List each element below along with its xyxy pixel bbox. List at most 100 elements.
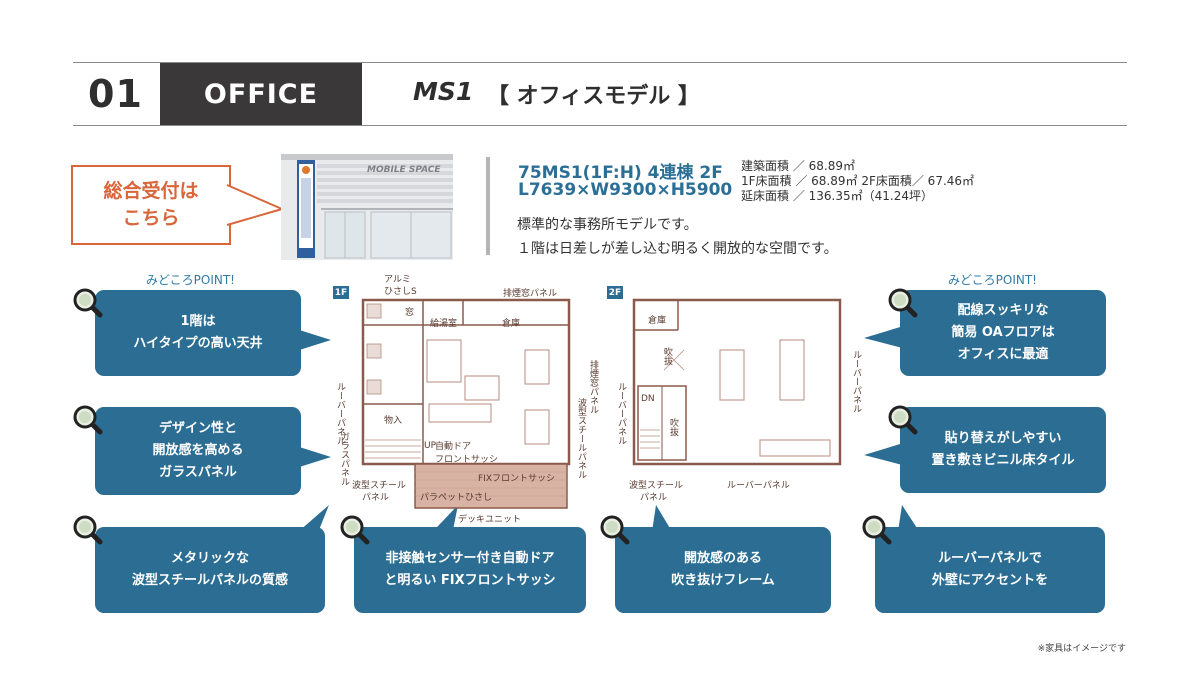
callout-tail (864, 441, 910, 467)
fp1-label-storage: 倉庫 (502, 319, 521, 329)
model-label: 【 オフィスモデル 】 (487, 84, 700, 109)
model-description-1: 標準的な事務所モデルです。 (517, 217, 698, 233)
callout-glass-panel[interactable]: デザイン性と 開放感を高める ガラスパネル (73, 405, 333, 497)
callout-oa-floor[interactable]: 配線スッキリな 簡易 OAフロアは オフィスに最適 (862, 288, 1122, 380)
fp1-label-kitchen: 給湯室 (430, 319, 458, 329)
magnifier-icon (888, 405, 920, 437)
callout-steel-panel[interactable]: メタリックな 波型スチールパネルの質感 (73, 505, 333, 615)
fp2-label-void2: 吹抜 (668, 418, 678, 436)
fp1-label-louver-vert: ルーバーパネル (335, 382, 345, 445)
magnifier-icon (600, 515, 632, 547)
fp1-label-up: UP (424, 441, 437, 451)
callout-box: 非接触センサー付き自動ドア と明るい FIXフロントサッシ (354, 527, 586, 613)
callout-text-line: 開放感のある (683, 551, 762, 566)
callout-text-line: オフィスに最適 (957, 347, 1049, 362)
callout-box: 貼り替えがしやすい 置き敷きビニル床タイル (900, 407, 1106, 493)
callout-text-line: 1階は (180, 314, 216, 329)
fp1-label-eave: ひさしS (384, 287, 417, 297)
fp1-label-fix-sash: FIXフロントサッシ (478, 474, 555, 484)
fp1-label-window: 窓 (405, 308, 415, 318)
callout-tail (293, 328, 331, 352)
callout-high-ceiling[interactable]: 1階は ハイタイプの高い天井 (73, 288, 333, 380)
magnifier-icon (73, 515, 105, 547)
fp1-label-deck: デッキユニット (458, 515, 522, 525)
fp1-label-storage2: 物入 (384, 416, 403, 426)
furniture-footnote: ※家具はイメージです (1037, 644, 1126, 654)
fp1-label-wave-bottom1: 波型スチール (352, 481, 407, 491)
fp2-label-wave-bottom2: パネル (640, 493, 668, 503)
callout-box: 配線スッキリな 簡易 OAフロアは オフィスに最適 (900, 290, 1106, 376)
callout-box: 1階は ハイタイプの高い天井 (95, 290, 301, 376)
photo-sign-text: MOBILE SPACE (367, 165, 441, 175)
callout-text-line: 波型スチールパネルの質感 (131, 573, 288, 588)
header-top-rule (73, 62, 1127, 63)
floor2-badge: 2F (607, 286, 623, 299)
callout-text-line: メタリックな (170, 551, 249, 566)
callout-box: ルーバーパネルで 外壁にアクセントを (875, 527, 1105, 613)
fp1-label-aluminum: アルミ (384, 275, 411, 285)
callout-tail (293, 445, 331, 469)
fp1-label-parapet: パラペットひさし (420, 493, 493, 503)
floor1-plan (361, 298, 571, 509)
callout-text-line: 非接触センサー付き自動ドア (385, 551, 555, 566)
reception-box: 総合受付は こちら (71, 165, 231, 245)
callout-text-line: ガラスパネル (159, 465, 237, 480)
fp2-label-wave-bottom1: 波型スチール (629, 481, 684, 491)
callout-void-frame[interactable]: 開放感のある 吹き抜けフレーム (600, 505, 850, 615)
magnifier-icon (73, 405, 105, 437)
floor1-badge: 1F (333, 286, 349, 299)
magnifier-icon (73, 288, 105, 320)
reception-line2: こちら (122, 207, 180, 229)
magnifier-icon (862, 515, 894, 547)
point-label-left: みどころPOINT! (146, 273, 235, 287)
fp1-label-wave-bottom2: パネル (362, 493, 390, 503)
fp2-label-void: 吹抜 (662, 347, 672, 365)
callout-auto-door[interactable]: 非接触センサー付き自動ドア と明るい FIXフロントサッシ (340, 505, 590, 615)
callout-text-line: 置き敷きビニル床タイル (931, 453, 1075, 468)
fp2-label-storage: 倉庫 (648, 316, 667, 326)
callout-text-line: 外壁にアクセントを (931, 573, 1049, 588)
callout-text-line: 開放感を高める (152, 443, 244, 458)
fp2-label-louver-left: ルーバーパネル (616, 382, 626, 445)
callout-text-line: 配線スッキリな (957, 303, 1049, 318)
spec-dimensions: L7639×W9300×H5900 (518, 180, 733, 200)
fp1-label-exhaust-vert: 排煙窓パネル (588, 360, 598, 414)
spec-total-area: 延床面積 ／ 136.35㎡（41.24坪） (741, 189, 933, 203)
spec-floor-area: 1F床面積 ／ 68.89㎡ 2F床面積／ 67.46㎡ (741, 174, 975, 188)
mobile-space-building-photo: MOBILE SPACE (281, 154, 453, 260)
spec-divider (486, 157, 490, 255)
reception-callout[interactable]: 総合受付は こちら (71, 165, 285, 245)
fp1-label-auto-door: 自動ドア (435, 442, 472, 452)
reception-pointer (226, 184, 285, 226)
fp1-label-glass-vert: ガラスパネル (339, 432, 349, 486)
callout-louver-panel[interactable]: ルーバーパネルで 外壁にアクセントを (862, 505, 1112, 615)
callout-text-line: 簡易 OAフロアは (951, 325, 1055, 340)
model-description-2: １階は日差しが差し込む明るく開放的な空間です。 (517, 241, 838, 257)
callout-tail (864, 324, 910, 350)
callout-text-line: 貼り替えがしやすい (944, 431, 1062, 446)
callout-text-line: デザイン性と (158, 421, 237, 436)
callout-box: メタリックな 波型スチールパネルの質感 (95, 527, 325, 613)
spec-model-config: 75MS1(1F:H) 4連棟 2F (518, 163, 723, 183)
callout-text-line: 吹き抜けフレーム (671, 573, 775, 588)
callout-vinyl-tile[interactable]: 貼り替えがしやすい 置き敷きビニル床タイル (862, 405, 1122, 497)
model-name: MS1 (413, 77, 474, 106)
spec-building-area: 建築面積 ／ 68.89㎡ (741, 159, 855, 173)
fp1-label-exhaust: 排煙窓パネル (503, 289, 558, 299)
fp2-label-louver-right: ルーバーパネル (851, 350, 861, 413)
fp1-label-front-sash: フロントサッシ (435, 455, 499, 465)
magnifier-icon (888, 288, 920, 320)
header-bottom-rule (73, 125, 1127, 126)
callout-text-line: と明るい FIXフロントサッシ (384, 573, 556, 588)
fp2-label-dn: DN (641, 394, 655, 404)
callout-box: デザイン性と 開放感を高める ガラスパネル (95, 407, 301, 495)
section-number: 01 (88, 72, 143, 116)
callout-text-line: ハイタイプの高い天井 (133, 336, 263, 351)
fp1-label-wave-vert: 波型スチールパネル (576, 398, 586, 479)
point-label-right: みどころPOINT! (948, 273, 1037, 287)
floor2-plan (632, 298, 842, 466)
callout-box: 開放感のある 吹き抜けフレーム (615, 527, 831, 613)
fp2-label-louver-bottom: ルーバーパネル (727, 481, 790, 491)
section-category: OFFICE (160, 63, 362, 125)
reception-line1: 総合受付は (103, 180, 199, 202)
